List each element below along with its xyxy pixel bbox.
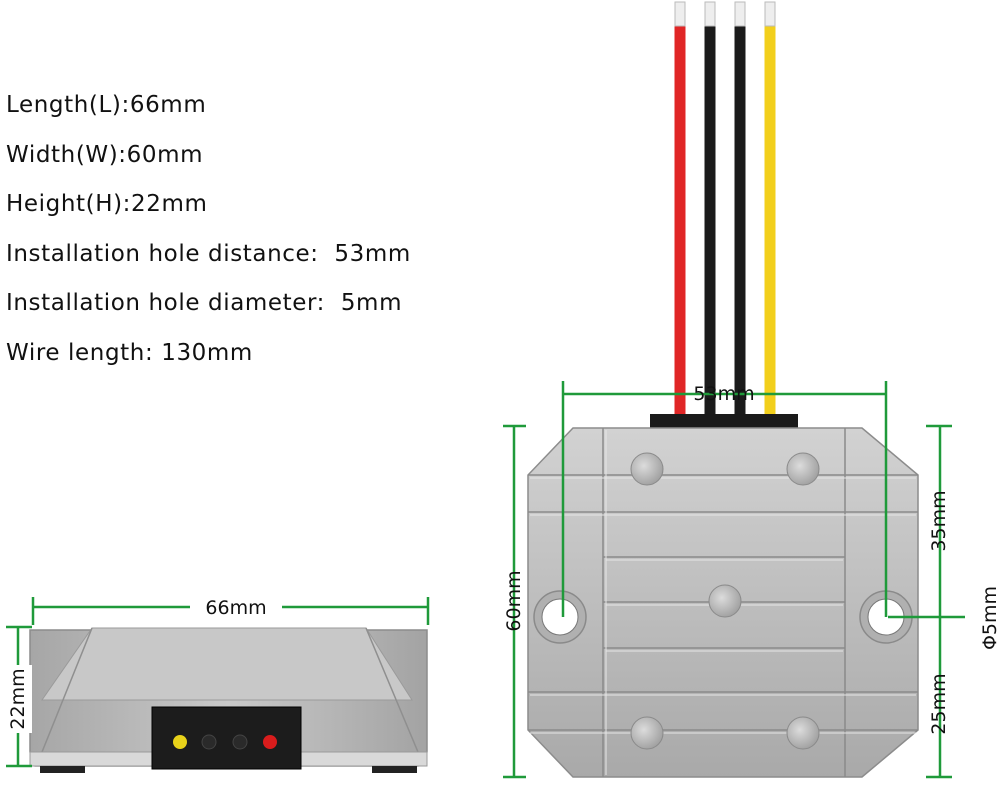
- label-length: 66mm: [205, 597, 266, 619]
- led-red-icon: [263, 735, 277, 749]
- wires: [650, 1, 798, 428]
- led-black-1-icon: [201, 734, 217, 750]
- spec-height: Height(H):22mm: [6, 191, 208, 217]
- led-panel: [151, 706, 302, 770]
- spec-width: Width(W):60mm: [6, 141, 204, 168]
- label-height: 22mm: [7, 668, 29, 729]
- housing-side-view: [29, 627, 428, 773]
- spec-hole-distance: Installation hole distance: 53mm: [6, 240, 411, 267]
- label-width: 60mm: [503, 570, 525, 631]
- led-yellow-icon: [173, 735, 187, 749]
- spec-length: Length(L):66mm: [6, 92, 207, 118]
- led-black-2-icon: [232, 734, 248, 750]
- spec-list: Length(L):66mm Width(W):60mm Height(H):2…: [6, 86, 411, 383]
- mounting-holes: [533, 590, 913, 644]
- wire-tips: [674, 1, 776, 27]
- label-lower-offset: 25mm: [928, 673, 950, 734]
- label-hole-diameter: Φ5mm: [979, 586, 1000, 650]
- spec-wire-length: Wire length: 130mm: [6, 339, 253, 366]
- label-upper-offset: 35mm: [928, 490, 950, 551]
- top-view-dimensions: [503, 381, 965, 779]
- spec-hole-diameter: Installation hole diameter: 5mm: [6, 290, 403, 316]
- label-hole-distance: 53mm: [693, 383, 754, 405]
- screws: [630, 452, 820, 750]
- wire-grommet: [650, 414, 798, 428]
- housing-top-view: [527, 427, 919, 778]
